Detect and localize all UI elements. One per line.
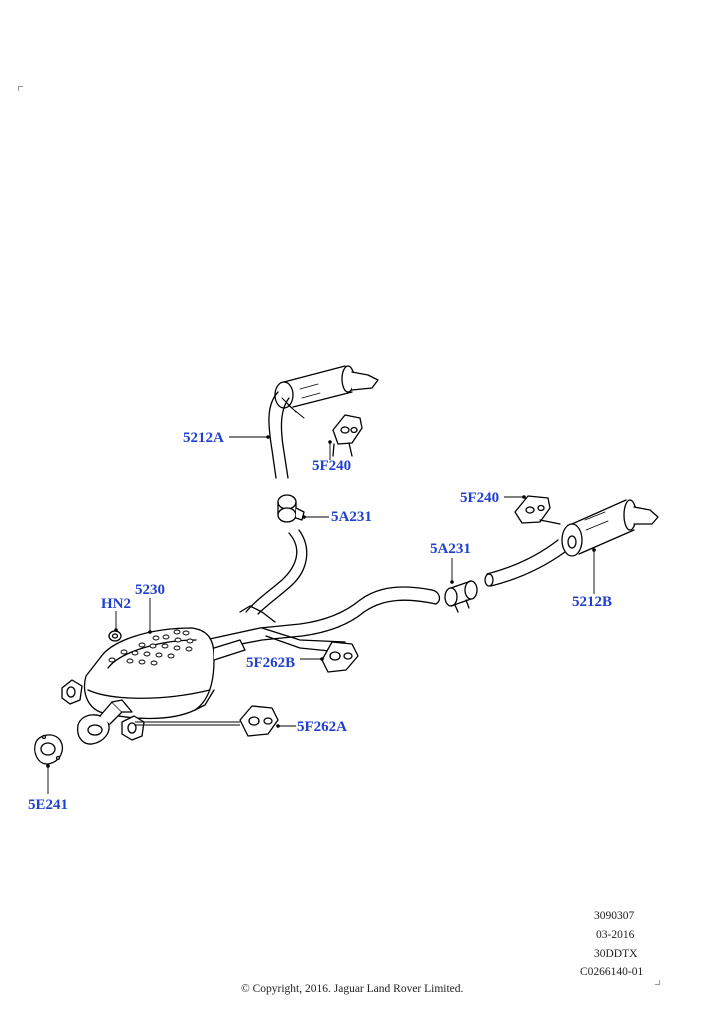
callout-5F262A[interactable]: 5F262A	[297, 719, 347, 735]
callout-5A231-upper[interactable]: 5A231	[331, 509, 372, 525]
callout-5F262B[interactable]: 5F262B	[246, 655, 296, 671]
rear-silencer-right	[561, 499, 659, 557]
callout-5F240-right[interactable]: 5F240	[460, 490, 500, 506]
hanger-5f262b	[321, 641, 359, 673]
callout-5212B[interactable]: 5212B	[572, 594, 613, 610]
callout-5212A[interactable]: 5212A	[183, 430, 224, 446]
leader-lines	[47, 436, 595, 794]
info-line-1: 3090307	[594, 910, 635, 922]
hanger-5f262a	[239, 705, 279, 737]
clamp-5a231-right	[444, 580, 478, 613]
hanger-5f240-upper	[332, 414, 363, 457]
tail-pipe-left	[268, 391, 305, 479]
rubber-insulator-left	[61, 679, 83, 705]
info-line-4: C0266140-01	[580, 966, 644, 978]
rear-silencer-left	[274, 365, 379, 409]
nut-hn2	[108, 630, 122, 642]
rubber-insulator-front	[121, 715, 145, 741]
leader-dots	[46, 435, 596, 768]
callout-5A231-right[interactable]: 5A231	[430, 541, 471, 557]
corner-mark-top-left	[18, 86, 23, 91]
hanger-5f240-right	[514, 495, 561, 525]
front-flange	[76, 699, 133, 745]
info-line-2: 03-2016	[596, 929, 635, 941]
info-line-3: 30DDTX	[594, 948, 638, 960]
front-silencer-5230	[83, 627, 246, 720]
callout-5E241[interactable]: 5E241	[28, 797, 69, 813]
clamp-5a231-upper	[277, 494, 305, 523]
copyright-notice: © Copyright, 2016. Jaguar Land Rover Lim…	[241, 983, 464, 995]
tail-pipe-right	[484, 539, 566, 587]
callout-HN2[interactable]: HN2	[101, 596, 131, 612]
callout-5230[interactable]: 5230	[135, 582, 165, 598]
gasket-5e241	[34, 734, 63, 765]
callout-5F240-upper[interactable]: 5F240	[312, 458, 352, 474]
intermediate-pipe	[204, 529, 441, 653]
corner-mark-bottom-right	[655, 980, 660, 985]
